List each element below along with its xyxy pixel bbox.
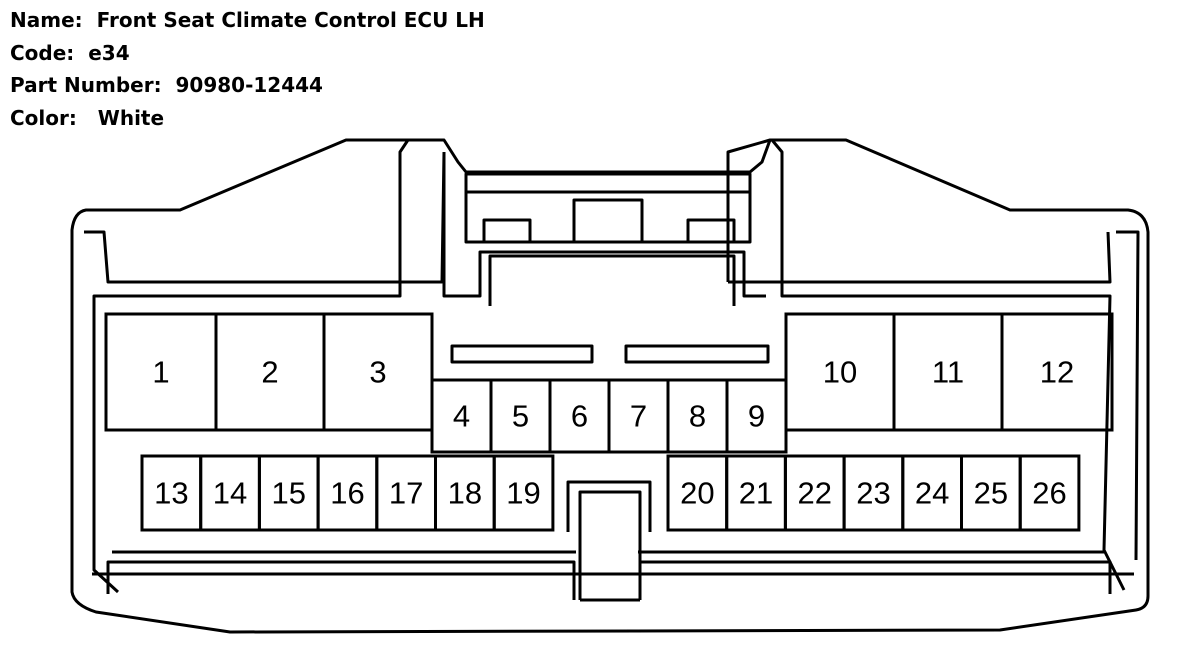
pin-6-label: 6 <box>571 399 588 434</box>
pin-19-cell <box>492 454 555 532</box>
name-label: Name: <box>10 8 83 32</box>
code-value: e34 <box>88 40 130 65</box>
housing-outline <box>70 138 1150 634</box>
pin-19-label: 19 <box>506 476 540 511</box>
pin-12-label: 12 <box>1040 355 1074 390</box>
pin-cells <box>104 312 1114 532</box>
inner-shell <box>84 139 1140 594</box>
part-number-label: Part Number: <box>10 73 162 97</box>
pin-1-label: 1 <box>152 355 169 390</box>
code-line: Code: e34 <box>10 37 485 70</box>
name-value: Front Seat Climate Control ECU LH <box>96 8 485 32</box>
name-line: Name: Front Seat Climate Control ECU LH <box>10 4 485 37</box>
pin-12-cell <box>1000 312 1114 432</box>
latch-right-tab <box>686 218 736 244</box>
pin-7-label: 7 <box>630 399 647 434</box>
pin-9-label: 9 <box>748 399 765 434</box>
color-line: Color: White <box>10 102 485 135</box>
pin-3-cell <box>322 312 434 432</box>
pin-25-label: 25 <box>974 476 1008 511</box>
slot-left <box>450 344 594 364</box>
latch-outer <box>464 172 752 244</box>
pin-5-label: 5 <box>512 399 529 434</box>
connector-info: Name: Front Seat Climate Control ECU LH … <box>10 4 485 134</box>
pin-18-label: 18 <box>448 476 482 511</box>
pin-26-cell <box>1018 454 1081 532</box>
center-key <box>566 480 652 600</box>
pin-24-label: 24 <box>915 476 949 511</box>
pin-11-label: 11 <box>932 355 964 390</box>
code-label: Code: <box>10 40 75 65</box>
pin-16-label: 16 <box>330 476 364 511</box>
pin-23-label: 23 <box>856 476 890 511</box>
part-number-line: Part Number: 90980-12444 <box>10 69 485 102</box>
color-value: White <box>97 105 165 130</box>
slot-right <box>624 344 770 364</box>
pin-21-label: 21 <box>739 476 773 511</box>
pin-14-label: 14 <box>213 476 247 511</box>
pin-26-label: 26 <box>1032 476 1066 511</box>
bottom-rail-right <box>638 560 1112 600</box>
bottom-rail-line <box>92 550 1134 576</box>
bottom-rail-left <box>106 560 576 600</box>
pin-20-label: 20 <box>680 476 714 511</box>
latch-channel-outer <box>442 138 771 298</box>
pin-8-label: 8 <box>689 399 706 434</box>
pin-13-label: 13 <box>154 476 188 511</box>
latch-channel <box>452 250 766 306</box>
latch-center <box>572 198 644 244</box>
color-label: Color: <box>10 105 77 130</box>
pin-15-label: 15 <box>272 476 306 511</box>
pin-3-label: 3 <box>369 355 386 390</box>
pin-10-label: 10 <box>823 355 857 390</box>
pin-22-label: 22 <box>798 476 832 511</box>
part-number-value: 90980-12444 <box>175 73 323 97</box>
pin-17-label: 17 <box>389 476 423 511</box>
pin-2-label: 2 <box>261 355 278 390</box>
latch-left-tab <box>482 218 532 244</box>
pin-4-label: 4 <box>453 399 470 434</box>
